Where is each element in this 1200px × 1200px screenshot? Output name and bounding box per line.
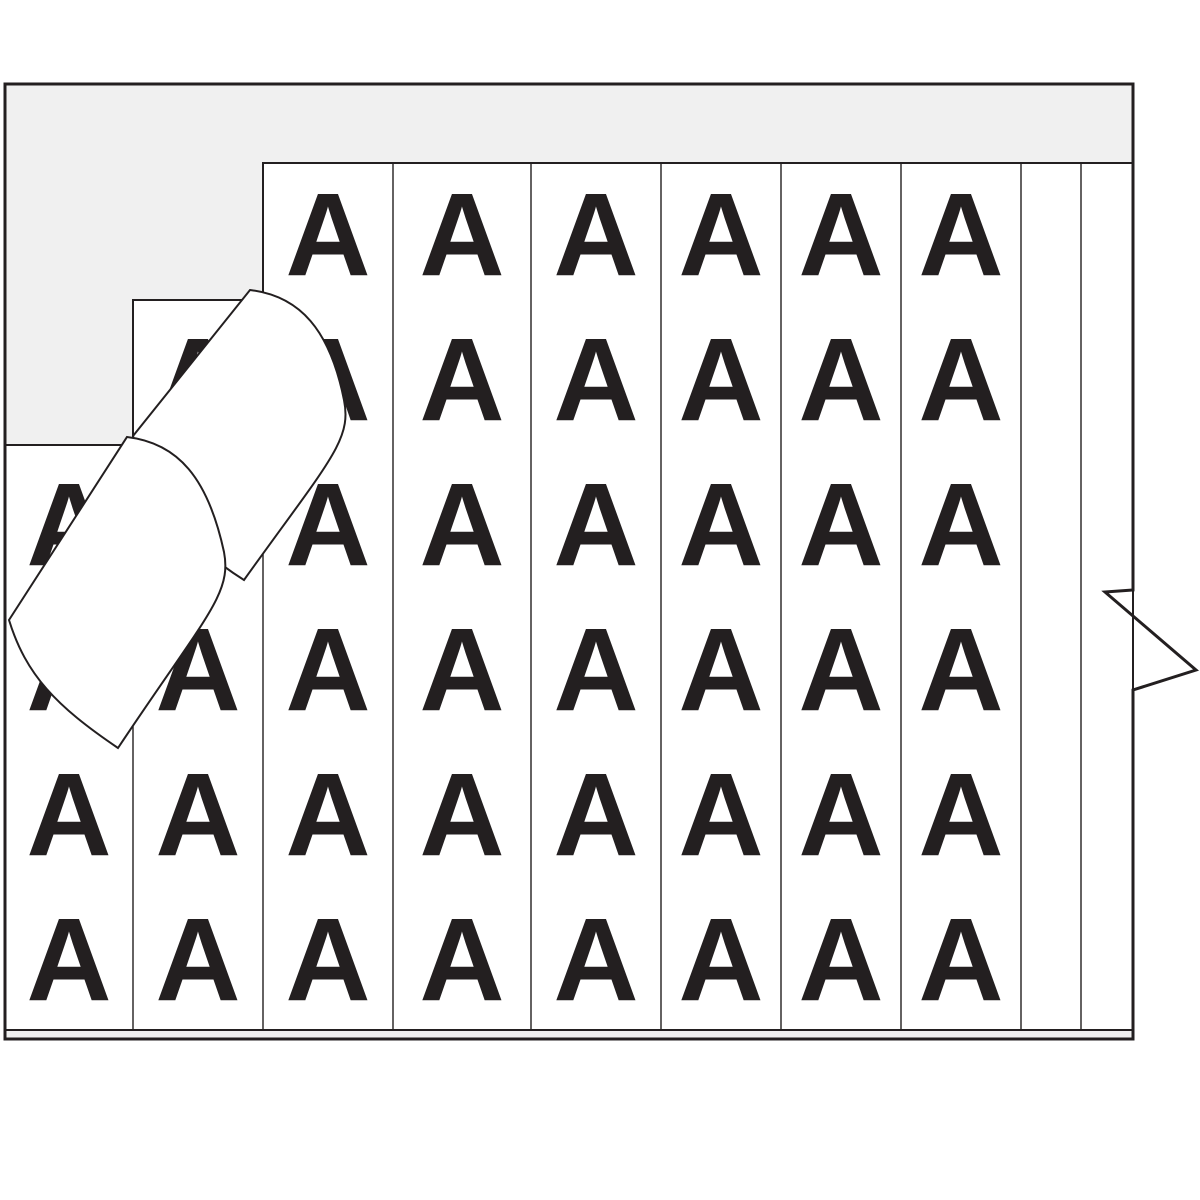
label-letter: A <box>419 459 504 591</box>
label-letter: A <box>553 894 638 1026</box>
label-letter: A <box>918 314 1003 446</box>
label-letter: A <box>918 169 1003 301</box>
label-letter: A <box>798 894 883 1026</box>
label-letter: A <box>285 604 370 736</box>
label-letter: A <box>918 749 1003 881</box>
label-letter: A <box>798 749 883 881</box>
label-letter: A <box>419 169 504 301</box>
label-letter: A <box>285 169 370 301</box>
label-letter: A <box>678 459 763 591</box>
label-letter: A <box>798 314 883 446</box>
label-letter: A <box>26 894 111 1026</box>
label-letter: A <box>678 894 763 1026</box>
label-letter: A <box>26 749 111 881</box>
label-letter: A <box>285 749 370 881</box>
label-letter: A <box>419 894 504 1026</box>
label-letter: A <box>553 604 638 736</box>
peeling-label-lower[interactable] <box>7 435 227 750</box>
label-letter: A <box>285 894 370 1026</box>
label-letter: A <box>419 604 504 736</box>
peeling-label-lower-shape[interactable] <box>7 435 227 750</box>
label-letter: A <box>678 314 763 446</box>
sheet-outline <box>3 82 1200 1041</box>
label-letter: A <box>419 314 504 446</box>
label-field-edges <box>5 162 1133 1031</box>
label-letter: A <box>553 169 638 301</box>
label-letter: A <box>553 459 638 591</box>
label-letter: A <box>918 459 1003 591</box>
label-letter: A <box>553 749 638 881</box>
label-letter: A <box>798 459 883 591</box>
label-letter: A <box>918 604 1003 736</box>
label-letter: A <box>678 749 763 881</box>
label-letter: A <box>155 749 240 881</box>
label-letter: A <box>678 169 763 301</box>
sheet-outer-border <box>3 82 1200 1041</box>
label-letter: A <box>419 749 504 881</box>
label-letter: A <box>553 314 638 446</box>
label-letter: A <box>798 169 883 301</box>
label-letter: A <box>155 894 240 1026</box>
white-label-block-main <box>263 163 1133 1030</box>
label-letter: A <box>918 894 1003 1026</box>
label-letter: A <box>678 604 763 736</box>
label-field-step-edge <box>5 162 1133 1031</box>
label-letter: A <box>798 604 883 736</box>
